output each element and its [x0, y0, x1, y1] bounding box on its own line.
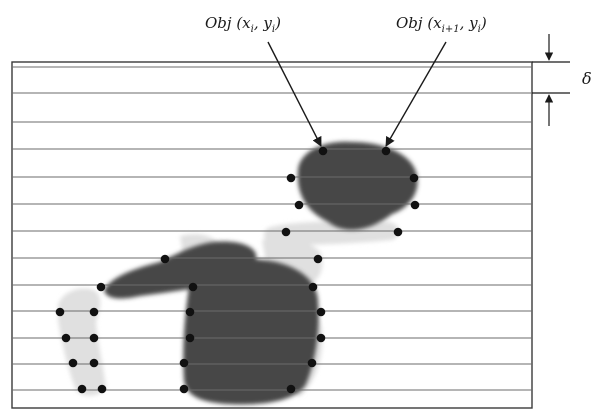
arrow-to-right-boundary: [385, 41, 447, 147]
boundary-point: [308, 282, 318, 292]
boundary-point: [410, 200, 420, 210]
boundary-point: [307, 358, 317, 368]
boundary-point: [61, 333, 71, 343]
pointer-arrows: [267, 41, 447, 147]
dark-object-torso: [183, 258, 319, 405]
boundary-point: [318, 146, 328, 156]
image-frame: [11, 61, 533, 409]
boundary-point: [185, 307, 195, 317]
label-obj-xi1-yi: Obj (xi+1, yi): [396, 14, 487, 35]
label-obj-xi-yi: Obj (xi, yi): [205, 14, 281, 35]
boundary-point: [316, 307, 326, 317]
boundary-point: [89, 307, 99, 317]
boundary-point: [185, 333, 195, 343]
boundary-point: [160, 254, 170, 264]
boundary-point: [77, 384, 87, 394]
boundary-point: [97, 384, 107, 394]
boundary-point: [188, 282, 198, 292]
boundary-point: [179, 384, 189, 394]
boundary-point: [179, 358, 189, 368]
boundary-point: [409, 173, 419, 183]
boundary-point: [286, 384, 296, 394]
boundary-point: [96, 282, 106, 292]
dark-object-arm: [104, 241, 257, 299]
boundary-point: [286, 173, 296, 183]
boundary-point: [393, 227, 403, 237]
scan-lines: [12, 66, 532, 391]
boundary-points: [55, 146, 420, 394]
boundary-point: [55, 307, 65, 317]
delta-symbol: δ: [582, 69, 592, 88]
boundary-point: [294, 200, 304, 210]
dark-objects: [104, 141, 418, 405]
boundary-point: [316, 333, 326, 343]
boundary-point: [89, 333, 99, 343]
arrow-to-left-boundary: [267, 41, 322, 147]
boundary-point: [381, 146, 391, 156]
boundary-point: [281, 227, 291, 237]
light-object-side-patch: [262, 238, 323, 286]
boundary-point: [313, 254, 323, 264]
boundary-point: [89, 358, 99, 368]
delta-indicator: [532, 34, 570, 126]
dark-object-head: [297, 141, 418, 230]
boundary-point: [68, 358, 78, 368]
